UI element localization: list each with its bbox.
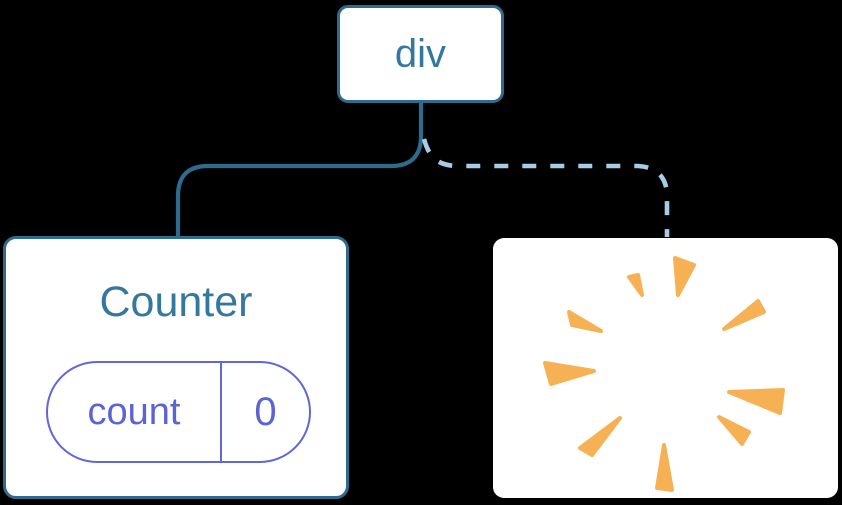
burst-ray — [722, 299, 766, 331]
pill-divider — [220, 363, 222, 461]
burst-ray — [717, 415, 751, 446]
state-value-label: 0 — [254, 390, 277, 434]
node-div: div — [337, 5, 504, 103]
burst-ray — [578, 416, 622, 457]
connector-solid-div-to-counter — [175, 100, 424, 240]
counter-title: Counter — [99, 278, 253, 326]
counter-state-pill: count 0 — [46, 361, 311, 463]
burst-ray — [543, 361, 596, 386]
burst-ray — [655, 443, 674, 492]
burst-ray — [627, 273, 644, 297]
burst-ray — [727, 388, 785, 415]
state-key-label: count — [87, 391, 181, 433]
burst-ray — [673, 256, 696, 297]
node-removed-component — [493, 238, 838, 498]
node-counter: Counter count 0 — [3, 236, 349, 499]
connector-dashed-div-to-removed — [421, 138, 670, 237]
node-div-label: div — [394, 32, 447, 76]
burst-ray — [567, 310, 603, 333]
poof-burst-icon — [543, 256, 785, 492]
